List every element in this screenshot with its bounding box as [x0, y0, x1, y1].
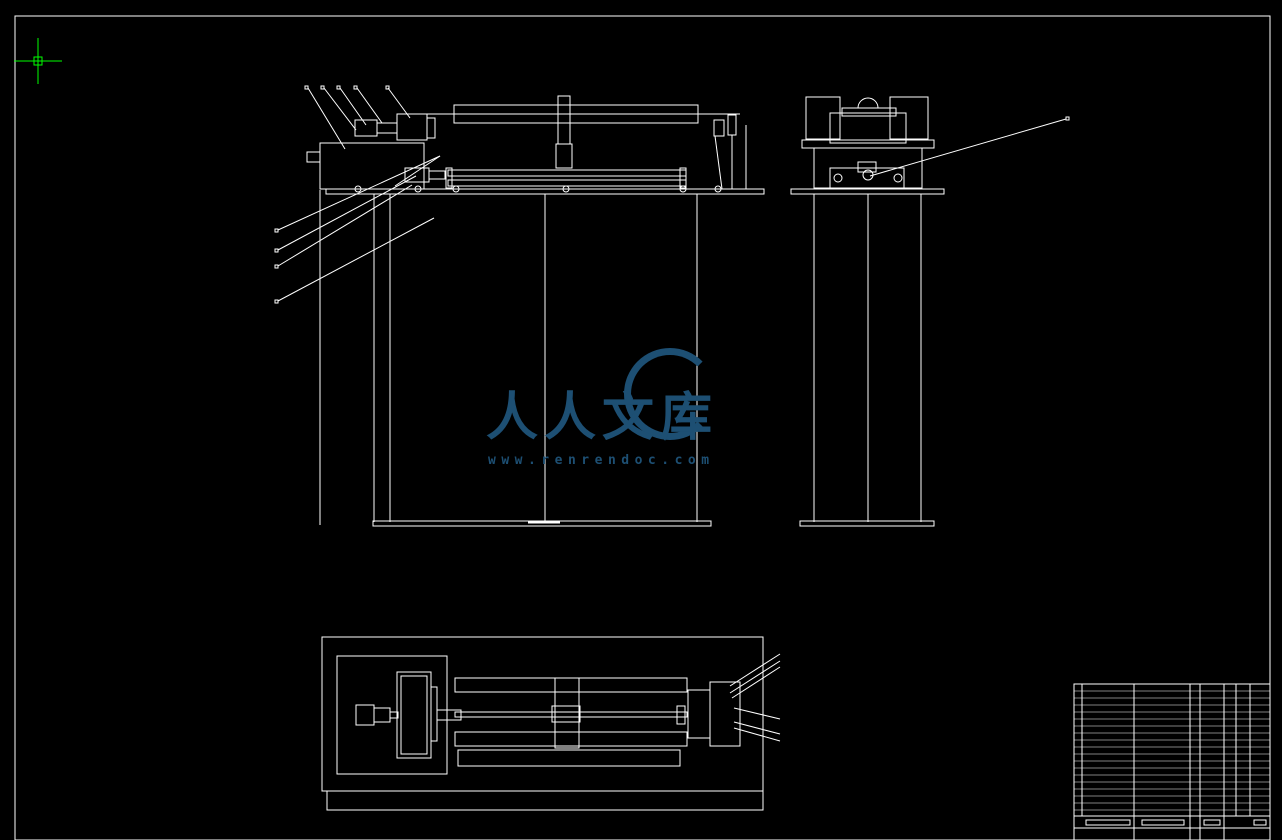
- top-view: [321, 636, 781, 811]
- drawing-border: [14, 15, 1271, 840]
- crosshair-cursor-icon: [14, 38, 62, 84]
- watermark-url: www.renrendoc.com: [488, 453, 715, 468]
- watermark: 人人文库 www.renrendoc.com: [486, 345, 776, 475]
- watermark-chinese-text: 人人文库: [486, 388, 719, 448]
- watermark-ring-icon: [624, 348, 716, 440]
- side-view: [790, 96, 1070, 527]
- front-view: [274, 85, 765, 527]
- title-block: [1073, 683, 1271, 840]
